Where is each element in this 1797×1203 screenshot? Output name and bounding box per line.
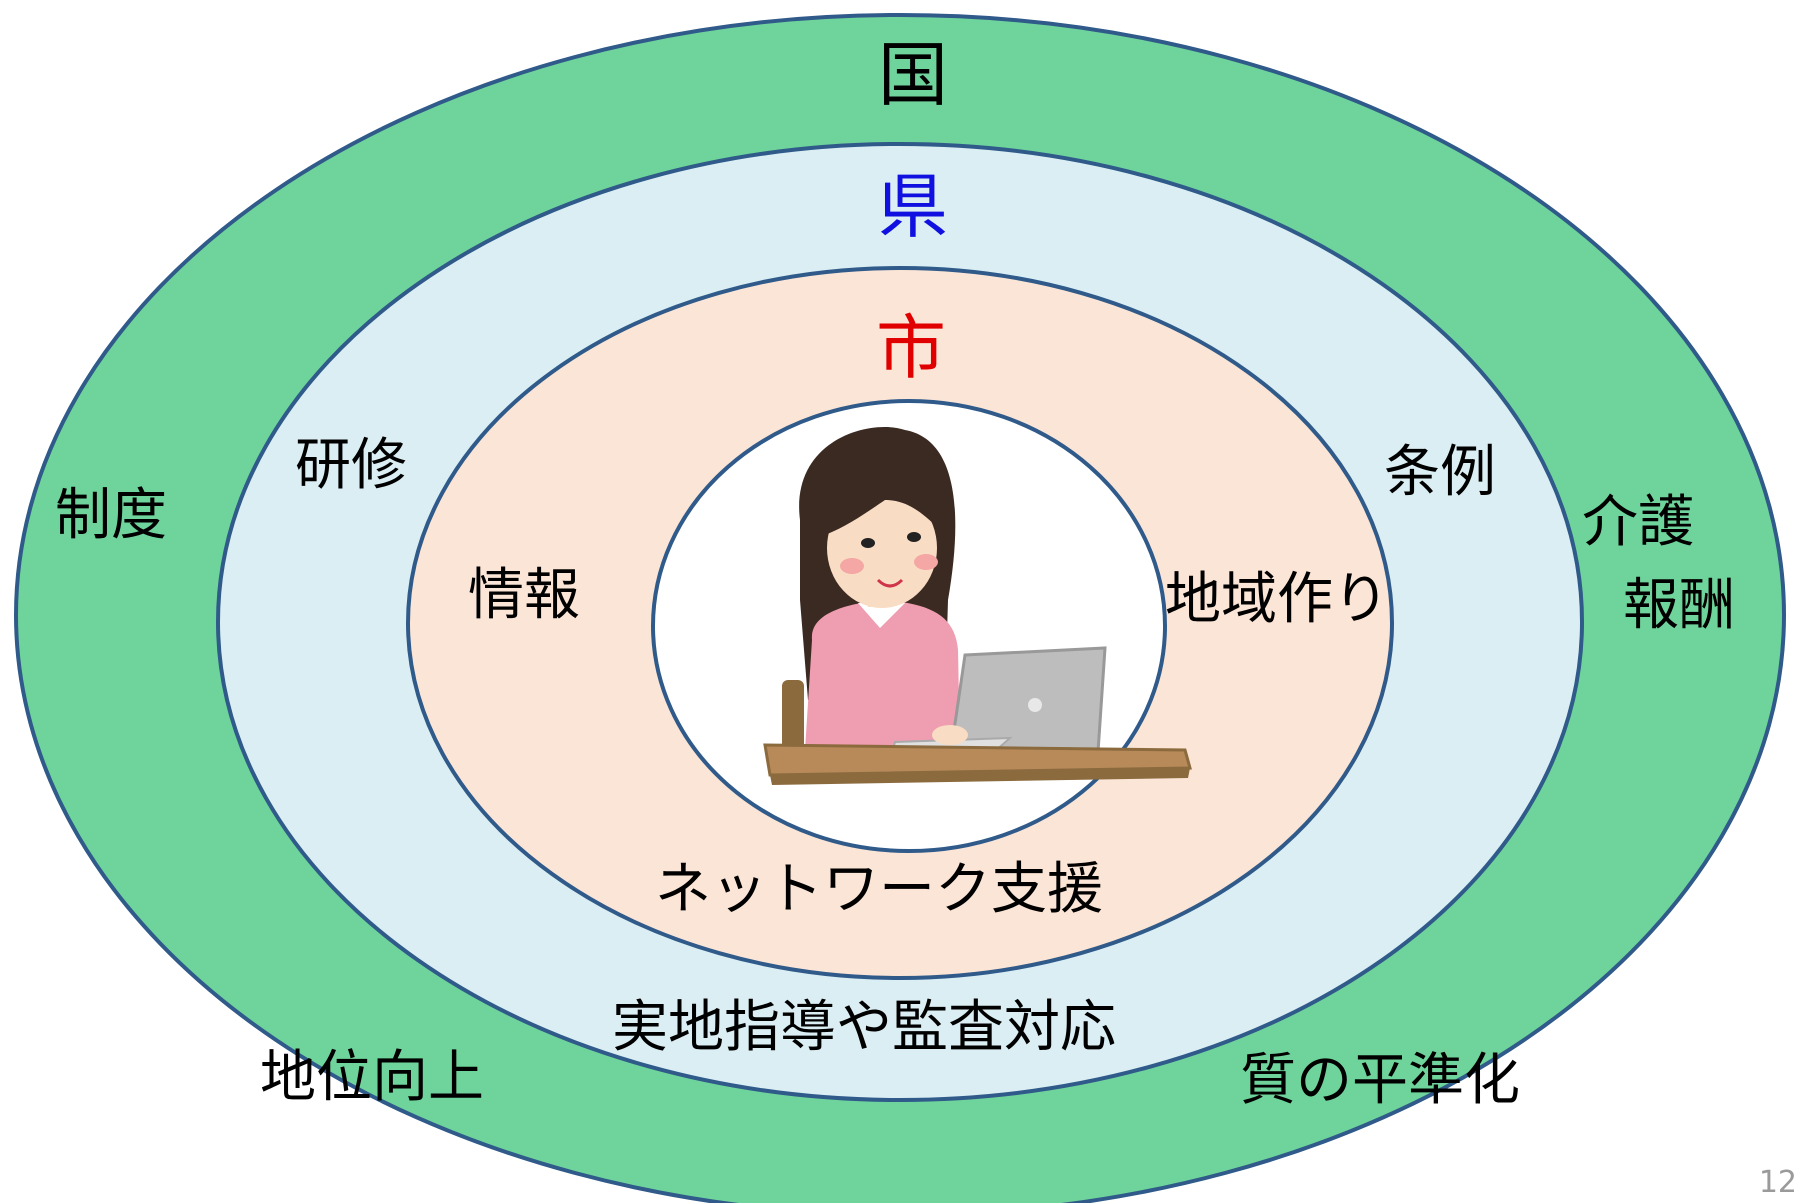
prefecture-label: 県 [878, 166, 948, 248]
prefecture-item-training: 研修 [295, 433, 407, 498]
city-item-community: 地域作り [1165, 567, 1389, 632]
country-label: 国 [878, 34, 948, 116]
woman-at-laptop-illustration [763, 426, 1192, 785]
country-item-quality: 質の平準化 [1240, 1048, 1520, 1113]
prefecture-item-ordinance: 条例 [1384, 440, 1496, 505]
page-number: 12 [1758, 1165, 1797, 1200]
city-label: 市 [876, 307, 946, 389]
country-item-status: 地位向上 [260, 1045, 484, 1110]
country-item-care: 介護 [1582, 490, 1694, 555]
city-item-info: 情報 [468, 563, 580, 628]
city-item-network: ネットワーク支援 [655, 857, 1103, 922]
country-item-reward: 報酬 [1623, 573, 1735, 638]
country-item-system: 制度 [55, 483, 167, 548]
prefecture-item-inspection: 実地指導や監査対応 [612, 995, 1116, 1060]
